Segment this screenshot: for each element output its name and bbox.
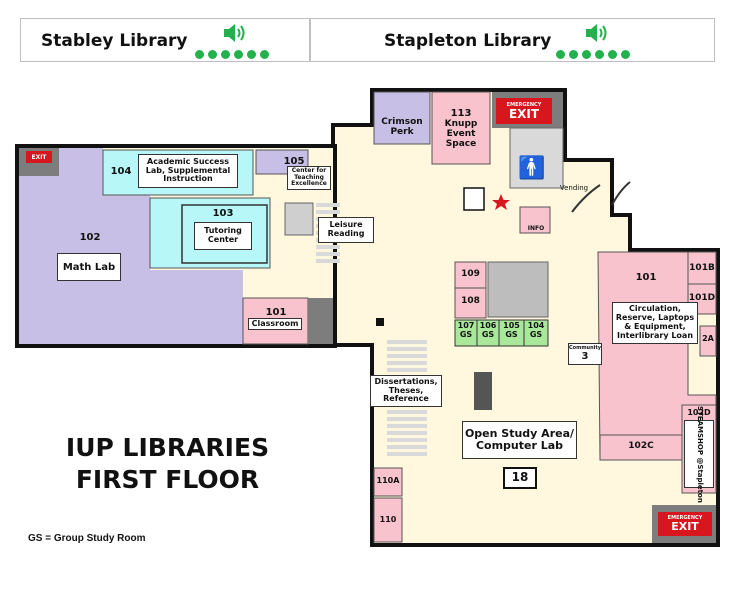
math-lab-label: Math Lab (57, 253, 121, 281)
room-109 (454, 261, 487, 289)
room-110a-label: 110A (376, 476, 400, 485)
room-knupp-label: Knupp Event Space (444, 119, 478, 149)
room-102d-label: 102D (687, 408, 711, 417)
status-dot (247, 50, 256, 59)
gs-106-label: 106 GS (479, 321, 497, 339)
status-dot (208, 50, 217, 59)
room-104-label: 104 (110, 166, 132, 177)
emergency-exit-sign-top: EMERGENCY EXIT (496, 98, 552, 124)
map-title-line2: FIRST FLOOR (75, 465, 260, 494)
academic-success-lab-label: Academic Success Lab, Supplemental Instr… (138, 154, 238, 188)
steamshop-label: STEAMSHOP @Stapleton (684, 406, 714, 502)
status-dot (621, 50, 630, 59)
room-113-label: 113 (450, 108, 472, 119)
map-title-line1: IUP LIBRARIES (65, 433, 270, 462)
info-desk-label: INFO (527, 225, 545, 232)
gs-105-label: 105 GS (503, 321, 520, 339)
speaker-icon (224, 24, 245, 42)
room-101-left-label: 101 (265, 307, 287, 318)
status-dots (195, 50, 269, 59)
restrooms (509, 127, 564, 189)
speaker-icon (586, 24, 607, 42)
gs-104-label: 104 GS (527, 321, 545, 339)
legend-gs: GS = Group Study Room (28, 533, 146, 544)
dissertations-label: Dissertations, Theses, Reference (370, 375, 442, 407)
community-room-label: Community 3 (568, 343, 602, 365)
circulation-label: Circulation, Reserve, Laptops & Equipmen… (612, 302, 698, 344)
info-desk (519, 206, 551, 234)
status-dot (582, 50, 591, 59)
open-study-area-label: Open Study Area/ Computer Lab (462, 421, 577, 459)
exit-sign-small-text: EMERGENCY (506, 101, 542, 108)
reference-shelves (387, 340, 427, 456)
math-lab-area (19, 148, 243, 344)
room-103-label: 103 (212, 208, 234, 219)
status-dot (556, 50, 565, 59)
room-102-label: 102 (79, 232, 101, 243)
stairs-center (487, 261, 549, 318)
status-dot (569, 50, 578, 59)
tab-stapleton-library[interactable]: Stapleton Library (310, 18, 715, 62)
exit-sign-text: EXIT (508, 106, 540, 121)
vending-label: Vending (559, 184, 589, 192)
status-dot (221, 50, 230, 59)
room-109-label: 109 (461, 269, 480, 279)
tab-stapleton-label: Stapleton Library (384, 31, 552, 51)
status-dot (260, 50, 269, 59)
room-102c-label: 102C (628, 441, 654, 451)
emergency-exit-sign-right: EMERGENCY EXIT (658, 512, 712, 536)
tab-stabley-label: Stabley Library (41, 31, 188, 51)
gs-107-label: 107 GS (457, 321, 475, 339)
room-101b-label: 101B (689, 263, 715, 273)
status-dot (608, 50, 617, 59)
classroom-label: Classroom (248, 318, 302, 330)
room-crimson-perk-label: Crimson Perk (381, 117, 423, 137)
community-label: Community (569, 344, 602, 351)
leisure-reading-label: Leisure Reading (318, 217, 374, 243)
pillar (376, 318, 384, 326)
you-are-here-star-icon (492, 194, 510, 210)
map-title: IUP LIBRARIES FIRST FLOOR (55, 432, 280, 496)
room-2a-label: 2A (702, 334, 714, 343)
room-101-right-label: 101 (635, 272, 657, 283)
room-101b (687, 251, 717, 285)
elevator (463, 187, 485, 211)
exit-sign-text: EXIT (31, 153, 47, 161)
room-108 (454, 287, 487, 319)
knupp-room (431, 91, 491, 165)
status-dots (556, 50, 630, 59)
room-2a (699, 325, 717, 357)
status-dot (595, 50, 604, 59)
room-110a (373, 467, 403, 497)
gray-block-classroom (308, 298, 333, 344)
group-study-rooms (454, 319, 549, 347)
room-110-label: 110 (379, 515, 397, 524)
tab-stabley-library[interactable]: Stabley Library (20, 18, 310, 62)
entrance-doors-icon (571, 181, 631, 213)
exit-sign-text: EXIT (671, 520, 699, 533)
computer-count: 18 (503, 467, 537, 489)
exit-sign-small-text: EMERGENCY (667, 515, 703, 521)
center-teaching-label: Center for Teaching Excellence (287, 166, 331, 190)
room-105-label: 105 (283, 156, 305, 167)
tutoring-center-label: Tutoring Center (194, 222, 252, 250)
status-dot (234, 50, 243, 59)
crimson-perk-room (373, 91, 431, 145)
svg-text:🚹: 🚹 (518, 155, 545, 181)
room-110 (373, 497, 403, 543)
stairs-left (284, 202, 314, 236)
room-101d-label: 101D (688, 293, 716, 303)
steamshop-text: STEAMSHOP @Stapleton (695, 405, 704, 503)
exit-sign-left: EXIT (26, 151, 52, 163)
dark-column (474, 372, 492, 410)
community-number: 3 (581, 351, 589, 363)
status-dot (195, 50, 204, 59)
room-108-label: 108 (461, 296, 480, 306)
